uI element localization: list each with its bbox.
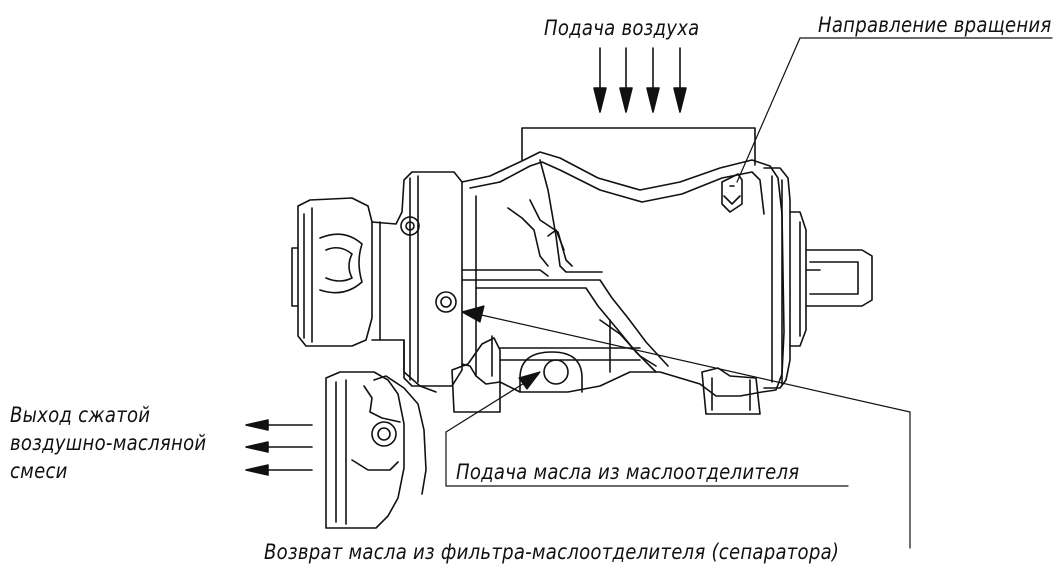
output-mix-label-line1: Выход сжатой xyxy=(10,403,151,427)
oil-return-label: Возврат масла из фильтра-маслоотделителя… xyxy=(264,540,840,564)
output-arrows xyxy=(245,419,313,476)
rotation-direction-label: Направление вращения xyxy=(818,13,1052,37)
left-end-cap xyxy=(297,197,373,347)
outlet-housing xyxy=(325,371,405,529)
rotation-marker xyxy=(721,173,743,213)
left-foot xyxy=(451,337,501,413)
output-arrow xyxy=(245,419,313,431)
air-arrow xyxy=(619,47,633,113)
leader-lines xyxy=(445,37,1053,549)
air-supply-arrows xyxy=(593,47,687,113)
air-arrow xyxy=(673,47,687,113)
output-arrow xyxy=(245,464,313,476)
oil-supply-label: Подача масла из маслоотделителя xyxy=(456,460,800,484)
output-mix-label-line3: смеси xyxy=(10,459,68,483)
output-mix-label-line2: воздушно-масляной xyxy=(10,431,207,455)
output-arrow xyxy=(245,441,313,453)
air-arrow xyxy=(646,47,660,113)
right-foot xyxy=(701,367,761,415)
air-arrow xyxy=(593,47,607,113)
compressor-body xyxy=(291,151,873,529)
air-supply-label: Подача воздуха xyxy=(544,16,700,40)
drive-shaft xyxy=(805,249,873,307)
right-flange xyxy=(763,167,791,389)
intake-bracket xyxy=(521,127,756,166)
